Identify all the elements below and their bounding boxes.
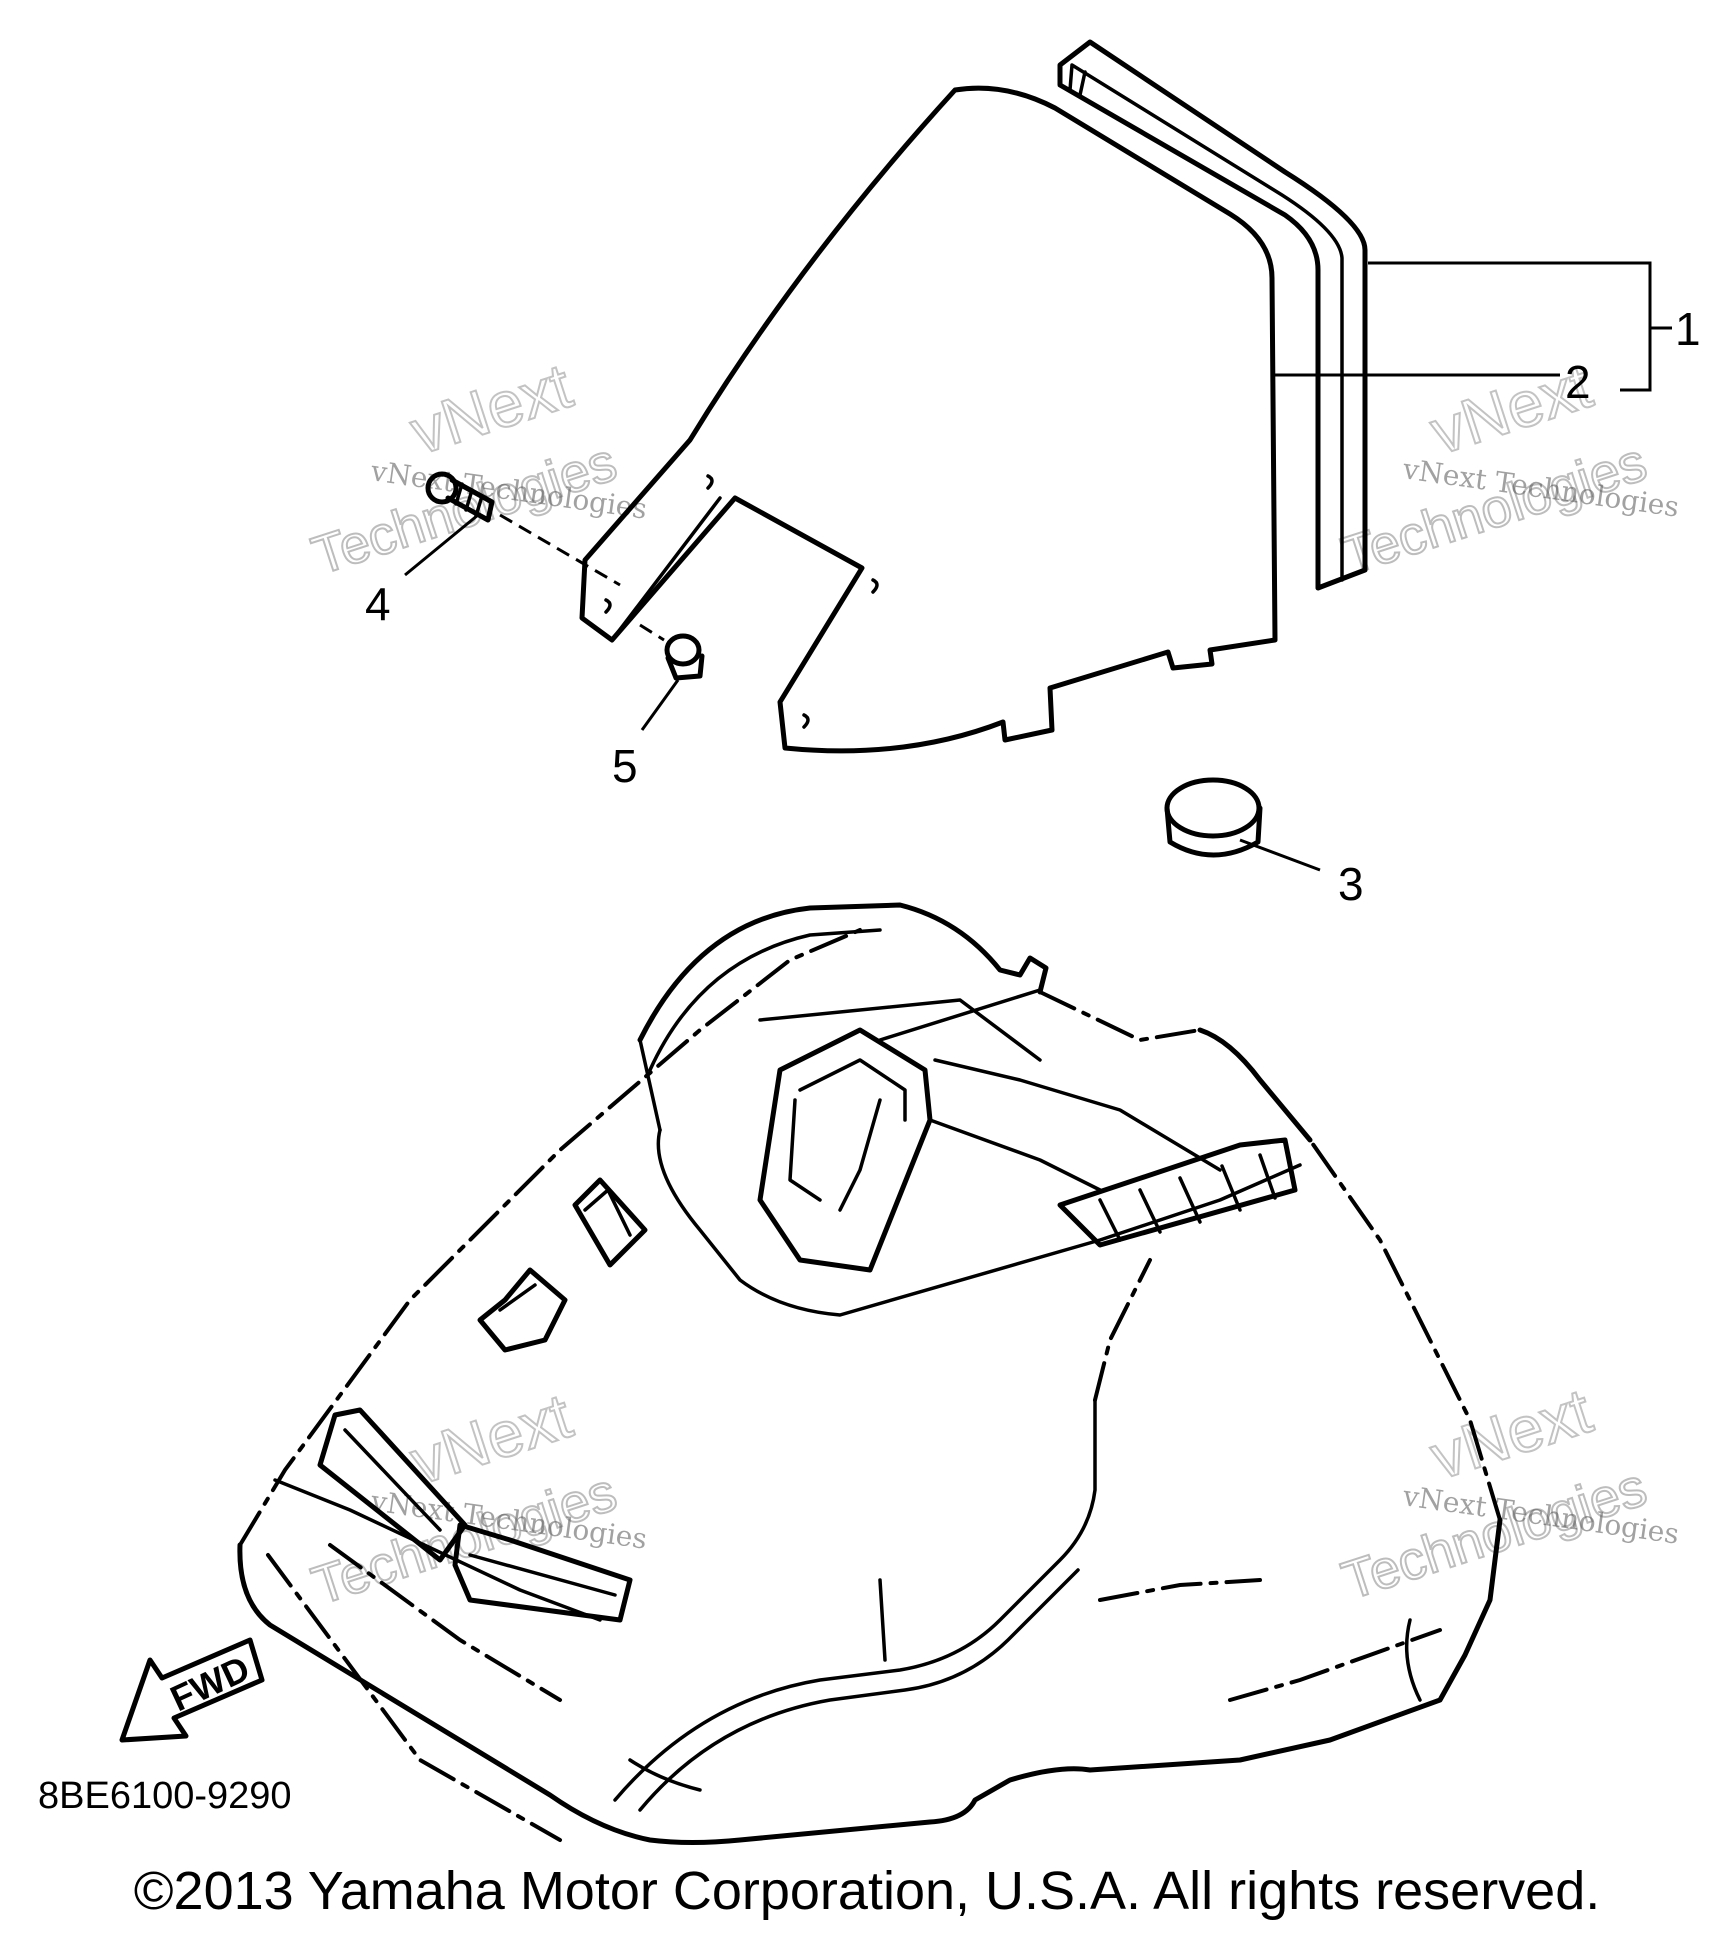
callout-2: 2	[1565, 356, 1591, 408]
part-bolt	[425, 471, 495, 523]
callout-5: 5	[612, 740, 638, 792]
watermark-top-left: vNext Technologies vNext Technologies	[304, 348, 649, 587]
diagram-code: 8BE6100-9290	[38, 1775, 292, 1817]
part-cap	[1164, 777, 1263, 858]
part-cowling	[237, 902, 1503, 1845]
part-cover-plate	[579, 39, 1368, 754]
watermark-bottom-right: vNext Technologies vNext Technologies	[1334, 1373, 1681, 1612]
watermark-top-right: vNext Technologies vNext Technologies	[1334, 348, 1681, 587]
callout-1: 1	[1675, 303, 1701, 355]
fwd-arrow: FWD	[119, 1637, 265, 1743]
callout-3: 3	[1338, 858, 1364, 910]
watermark-big-top: vNext	[1422, 1374, 1600, 1493]
copyright-notice: ©2013 Yamaha Motor Corporation, U.S.A. A…	[133, 1861, 1601, 1921]
watermark-bottom-left: vNext Technologies vNext Technologies	[304, 1378, 649, 1617]
part-grommet	[664, 633, 705, 681]
callout-4: 4	[365, 578, 391, 630]
leader-lines	[404, 261, 1672, 872]
